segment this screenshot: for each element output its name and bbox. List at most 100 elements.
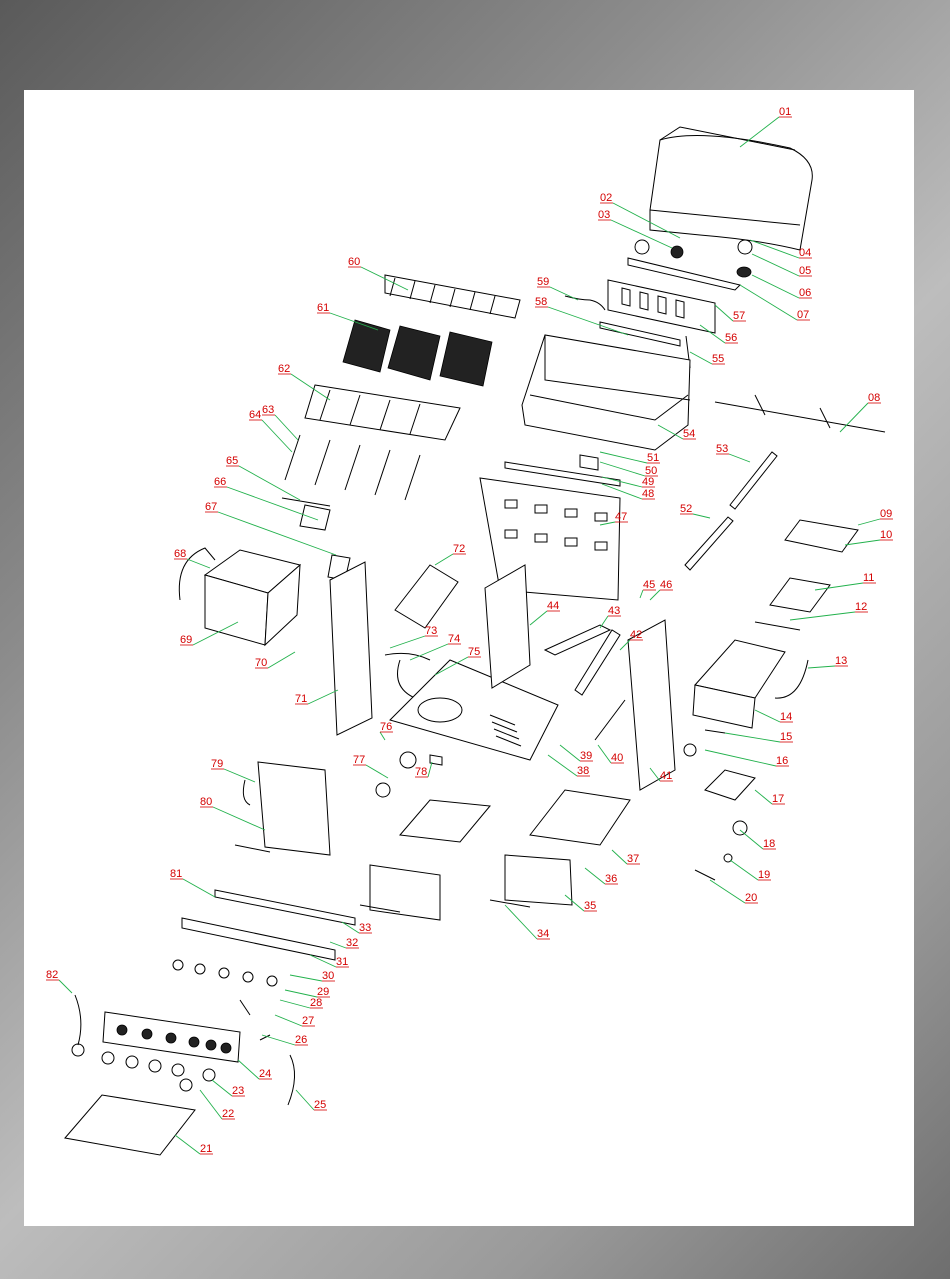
callout-73: 73 <box>390 625 438 648</box>
part-number-label: 63 <box>262 404 274 416</box>
callout-62: 62 <box>278 363 330 400</box>
part-number-label: 43 <box>608 605 620 617</box>
leader-line-59 <box>550 287 578 300</box>
part-number-label: 12 <box>855 601 867 613</box>
part-number-label: 30 <box>322 970 334 982</box>
callout-79: 79 <box>211 758 255 782</box>
part-number-label: 36 <box>605 873 617 885</box>
part-number-label: 08 <box>868 392 880 404</box>
part-number-label: 33 <box>359 922 371 934</box>
part-number-label: 20 <box>745 892 757 904</box>
callout-66: 66 <box>214 476 318 520</box>
part-number-label: 06 <box>799 287 811 299</box>
leader-line-06 <box>752 275 799 298</box>
part-number-label: 23 <box>232 1085 244 1097</box>
leader-line-21 <box>175 1135 200 1154</box>
leader-line-82 <box>59 980 72 993</box>
callout-82: 82 <box>46 969 72 993</box>
leader-line-55 <box>690 352 712 364</box>
part-number-label: 51 <box>647 452 659 464</box>
leader-line-39 <box>560 745 580 761</box>
leader-line-22 <box>200 1090 222 1119</box>
leader-line-12 <box>790 612 855 620</box>
callout-08: 08 <box>840 392 881 432</box>
part-number-label: 53 <box>716 443 728 455</box>
callout-06: 06 <box>752 275 812 299</box>
leader-line-13 <box>808 666 835 668</box>
callout-45: 45 <box>640 579 656 598</box>
callout-13: 13 <box>808 655 848 668</box>
callout-11: 11 <box>815 572 876 590</box>
part-number-label: 26 <box>295 1034 307 1046</box>
leader-line-05 <box>752 254 799 276</box>
leader-line-63 <box>275 415 298 440</box>
callout-70: 70 <box>255 652 295 669</box>
part-number-label: 32 <box>346 937 358 949</box>
part-number-label: 38 <box>577 765 589 777</box>
leader-line-31 <box>310 955 336 967</box>
part-number-label: 03 <box>598 209 610 221</box>
leader-line-15 <box>725 733 780 742</box>
leader-line-68 <box>187 559 210 568</box>
callout-65: 65 <box>226 455 300 500</box>
part-number-label: 76 <box>380 721 392 733</box>
callout-01: 01 <box>740 106 792 147</box>
leader-line-70 <box>268 652 295 668</box>
callout-77: 77 <box>353 754 388 778</box>
part-number-label: 25 <box>314 1099 326 1111</box>
callout-44: 44 <box>530 600 560 625</box>
part-number-label: 31 <box>336 956 348 968</box>
part-number-label: 57 <box>733 310 745 322</box>
part-number-label: 77 <box>353 754 365 766</box>
part-number-label: 80 <box>200 796 212 808</box>
leader-line-57 <box>715 305 733 321</box>
callout-layer: 0102030405060708091011121314151617181920… <box>46 106 893 1155</box>
part-number-label: 67 <box>205 501 217 513</box>
leader-line-28 <box>280 1000 310 1008</box>
leader-line-43 <box>600 616 608 628</box>
leader-line-07 <box>740 285 797 320</box>
leader-line-40 <box>598 745 611 763</box>
leader-line-52 <box>693 514 710 518</box>
callout-78: 78 <box>415 762 432 778</box>
callout-60: 60 <box>348 256 408 290</box>
callout-30: 30 <box>290 970 335 982</box>
callout-51: 51 <box>600 452 660 464</box>
part-number-label: 35 <box>584 900 596 912</box>
leader-line-81 <box>183 879 215 897</box>
callout-50: 50 <box>600 462 658 477</box>
leader-line-27 <box>275 1015 302 1026</box>
leader-line-32 <box>330 942 346 948</box>
leader-line-78 <box>428 762 432 777</box>
callout-80: 80 <box>200 796 265 830</box>
callout-21: 21 <box>175 1135 213 1155</box>
leader-line-77 <box>366 765 388 778</box>
part-number-label: 42 <box>630 629 642 641</box>
leader-line-50 <box>600 462 645 476</box>
part-number-label: 64 <box>249 409 261 421</box>
leader-line-37 <box>612 850 627 864</box>
part-number-label: 22 <box>222 1108 234 1120</box>
callout-74: 74 <box>410 633 461 660</box>
part-number-label: 65 <box>226 455 238 467</box>
part-number-label: 78 <box>415 766 427 778</box>
part-number-label: 18 <box>763 838 775 850</box>
leader-line-20 <box>710 880 745 903</box>
callout-55: 55 <box>690 352 725 365</box>
leader-line-76 <box>380 732 385 740</box>
leader-line-24 <box>238 1060 259 1079</box>
part-number-label: 82 <box>46 969 58 981</box>
part-number-label: 45 <box>643 579 655 591</box>
part-number-label: 01 <box>779 106 791 118</box>
callout-68: 68 <box>174 548 210 568</box>
leader-line-16 <box>705 750 776 766</box>
leader-line-14 <box>755 710 780 722</box>
part-number-label: 11 <box>863 572 874 584</box>
callout-24: 24 <box>238 1060 272 1080</box>
part-number-label: 19 <box>758 869 770 881</box>
callout-27: 27 <box>275 1015 315 1027</box>
part-number-label: 52 <box>680 503 692 515</box>
callout-63: 63 <box>262 404 298 440</box>
leader-line-34 <box>505 905 537 939</box>
